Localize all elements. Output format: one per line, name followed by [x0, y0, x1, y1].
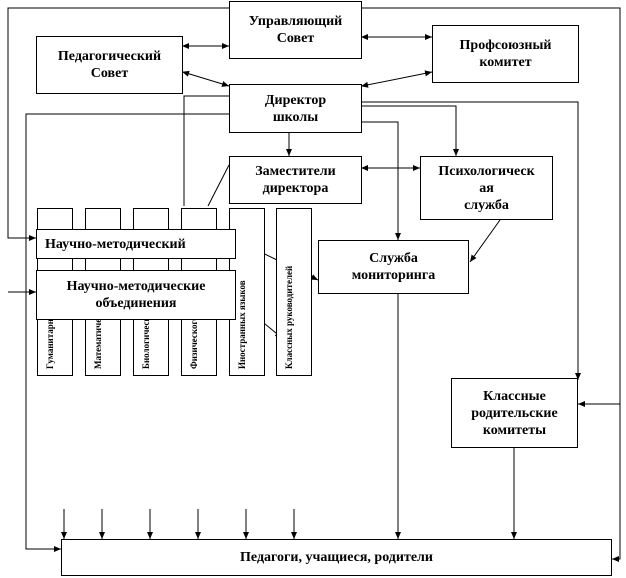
deputies-diag — [207, 164, 230, 207]
managing-council-box: Управляющий Совет — [229, 1, 362, 59]
director-left — [25, 113, 229, 552]
deputies-label: Заместители директора — [255, 164, 336, 196]
bottom-label: Педагоги, учащиеся, родители — [240, 550, 433, 565]
director-box: Директор школы — [229, 84, 362, 133]
bottom-box: Педагоги, учащиеся, родители — [61, 539, 612, 576]
methodical-box: Научно-методический — [36, 229, 236, 259]
pedagogical-council-box: Педагогический Совет — [36, 36, 183, 94]
trade-union-label: Профсоюзный комитет — [459, 38, 552, 70]
subject-label: Иностранных языков — [237, 280, 247, 369]
union-director-link — [361, 70, 433, 88]
subject-label: Физического — [189, 316, 199, 369]
director-inner — [183, 95, 229, 206]
methodical-associations-box: Научно-методические объединения — [36, 270, 236, 320]
psych-service-box: Психологическ ая служба — [420, 156, 553, 220]
subject-label: Классных руководителей — [284, 265, 294, 369]
director-monitoring — [362, 121, 401, 240]
ped-director-link — [182, 70, 230, 87]
trade-union-box: Профсоюзный комитет — [432, 25, 579, 83]
outer-left-line — [7, 7, 230, 241]
director-right — [362, 101, 581, 380]
psych-service-label: Психологическ ая служба — [438, 163, 535, 213]
director-psych — [362, 105, 459, 156]
pedagogical-council-label: Педагогический Совет — [57, 49, 162, 81]
class-parent-committees-box: Классные родительские комитеты — [451, 378, 578, 448]
subject-column: Классных руководителей — [276, 208, 312, 376]
deputies-box: Заместители директора — [229, 156, 362, 204]
monitoring-service-box: Служба мониторинга — [318, 240, 469, 294]
outer-right-line — [362, 7, 621, 562]
methodical-label: Научно-методический — [45, 236, 186, 252]
managing-council-label: Управляющий Совет — [248, 14, 343, 46]
monitoring-service-label: Служба мониторинга — [351, 251, 436, 283]
director-label: Директор школы — [264, 92, 327, 125]
psych-monitoring — [469, 219, 501, 263]
methodical-associations-label: Научно-методические объединения — [66, 279, 206, 311]
class-parent-committees-label: Классные родительские комитеты — [471, 388, 558, 438]
